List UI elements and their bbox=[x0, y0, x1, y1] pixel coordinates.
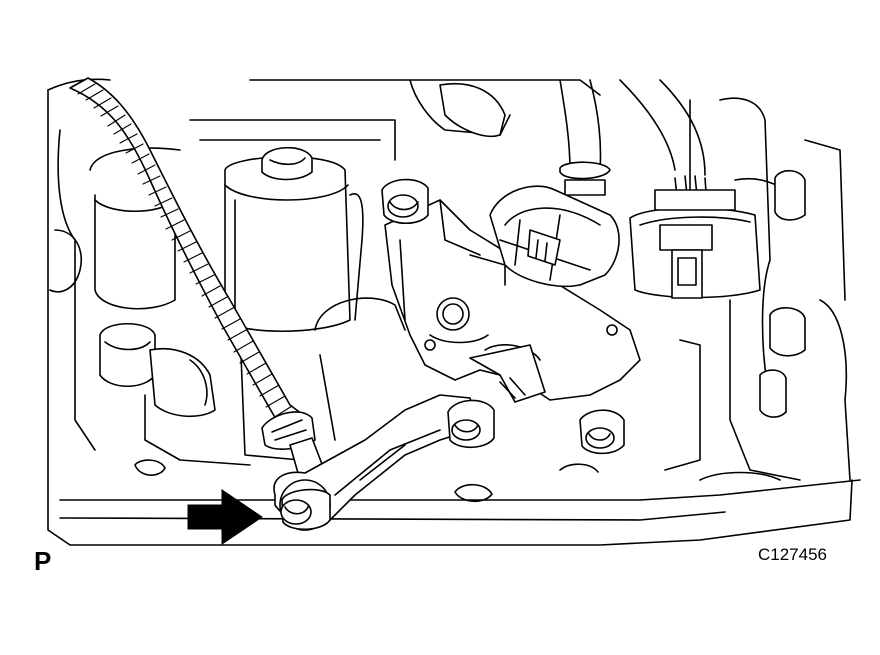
harness-connector-right bbox=[629, 175, 761, 299]
park-neutral-position-switch bbox=[384, 199, 641, 403]
indicator-arrow bbox=[187, 489, 263, 545]
figure-code: C127456 bbox=[758, 545, 828, 564]
view-label: P bbox=[34, 546, 52, 576]
upper-hoses bbox=[409, 79, 706, 196]
electrical-connector bbox=[469, 185, 620, 288]
switch-bolt bbox=[447, 399, 495, 449]
lever-nut bbox=[279, 479, 331, 531]
switch-bolt-top bbox=[381, 178, 429, 225]
switch-bolt-right bbox=[579, 409, 625, 455]
